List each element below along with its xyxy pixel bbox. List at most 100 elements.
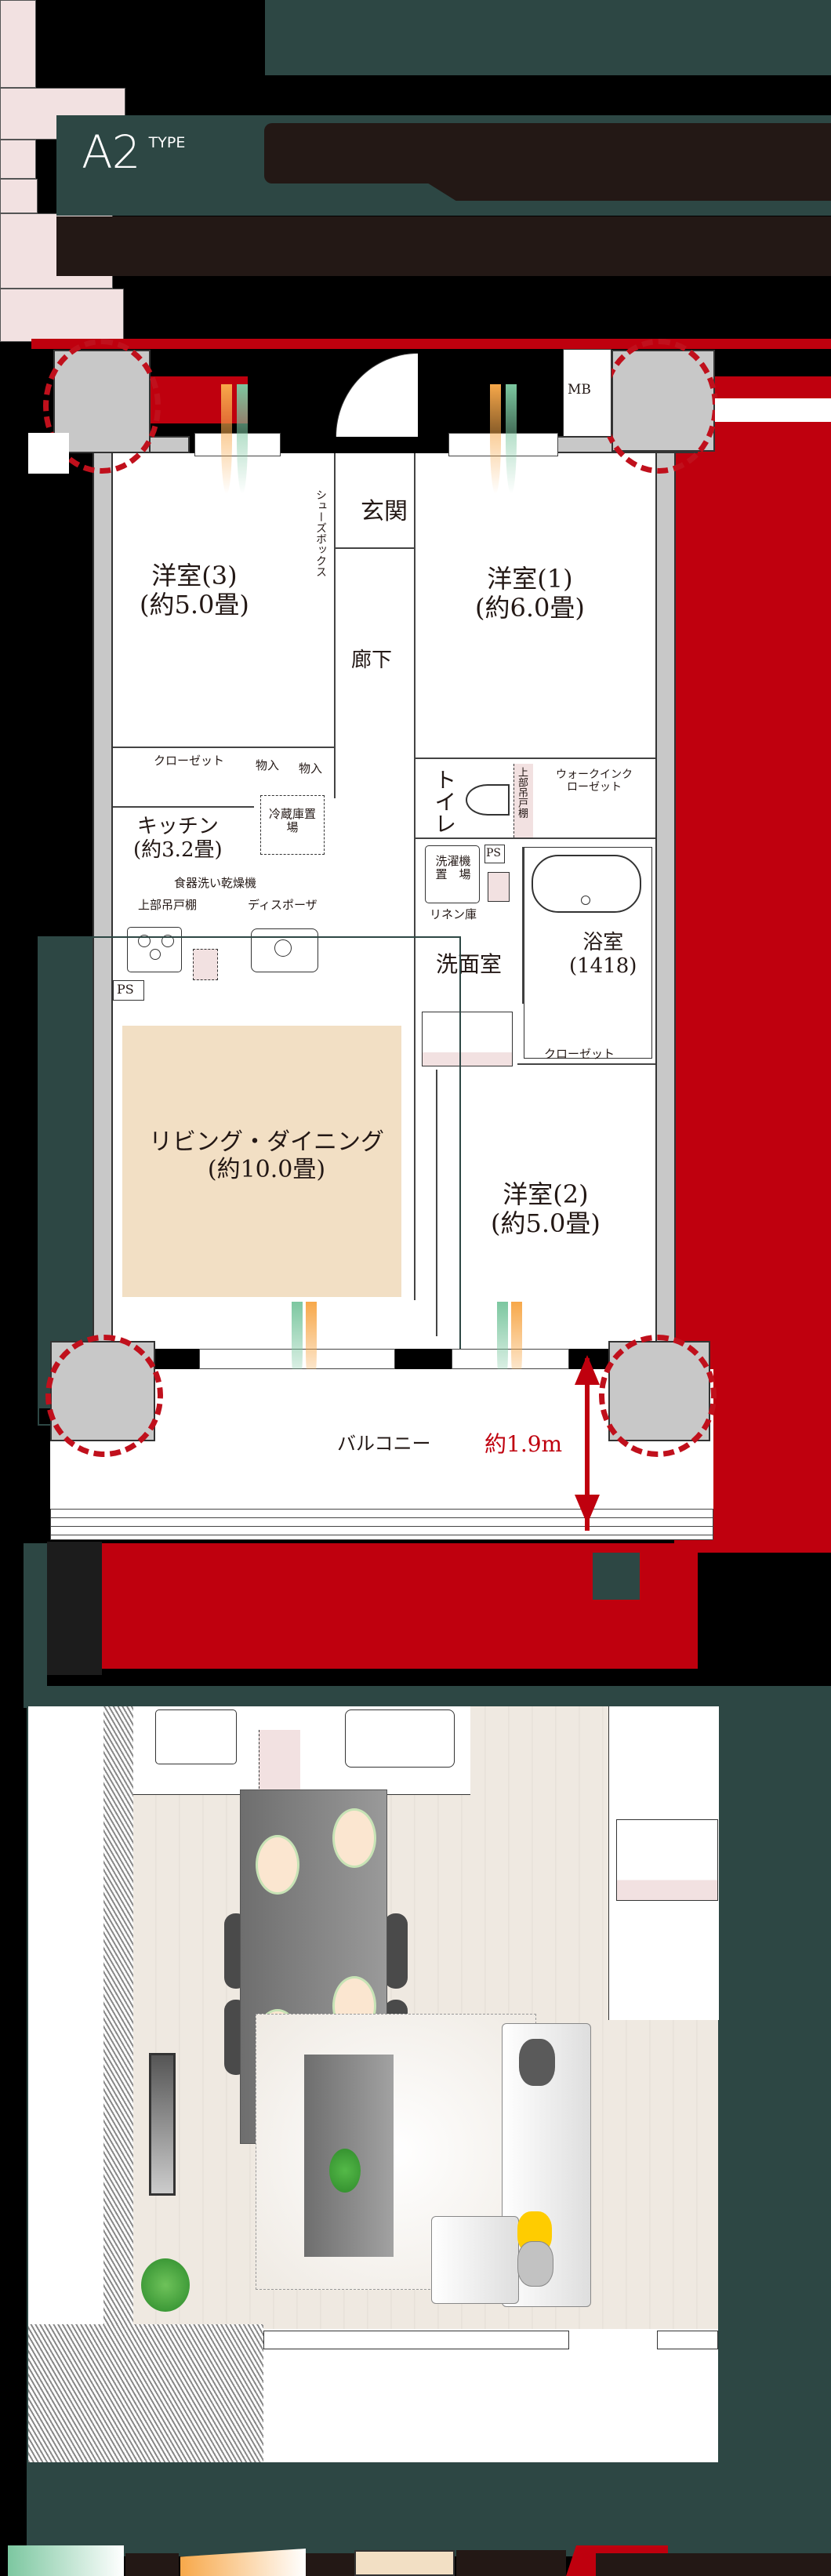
washroom-label: 洗面室 xyxy=(436,951,503,977)
plate-icon xyxy=(256,1835,299,1895)
ps-kitchen-label: PS xyxy=(117,982,134,997)
column-highlight-bottom-right xyxy=(599,1335,717,1457)
living-dining-size: (約10.0畳) xyxy=(207,1155,326,1183)
kitchen-name: キッチン xyxy=(136,815,219,838)
western2-label: 洋室(2) (約5.0畳) xyxy=(491,1180,601,1238)
detail-cabinet xyxy=(259,1730,300,1793)
kitchen-cabinet-dashed xyxy=(193,949,218,980)
shoes-box-label: シューズボックス xyxy=(314,489,327,577)
storage-b xyxy=(0,179,38,213)
column-highlight-bottom-left xyxy=(45,1335,163,1457)
western3-size: (約5.0畳) xyxy=(140,589,249,619)
vanity-basin xyxy=(422,1012,513,1066)
living-dining-label: リビング・ダイニング (約10.0畳) xyxy=(149,1128,384,1183)
zoom-frame-left-band xyxy=(38,938,93,1408)
dishwasher-label: 食器洗い乾燥機 xyxy=(174,876,257,890)
washer-label: 洗濯機置 場 xyxy=(435,854,471,882)
plate-icon xyxy=(332,1808,376,1868)
cushion-icon xyxy=(517,2241,553,2287)
balcony-depth-label: 約1.9m xyxy=(484,1431,563,1457)
window-western2 xyxy=(452,1349,569,1369)
meter-box xyxy=(563,349,611,437)
bathroom-label: 浴室 (1418) xyxy=(569,931,637,979)
washer-space xyxy=(425,845,480,903)
shoes-box xyxy=(0,0,36,88)
arrow-down-icon xyxy=(575,1495,600,1524)
type-label: TYPE xyxy=(148,134,186,151)
bathroom-name: 浴室 xyxy=(582,931,624,954)
sink-drain-icon xyxy=(274,939,292,957)
detail-sink xyxy=(345,1709,455,1768)
white-notch-right xyxy=(715,398,831,422)
toilet-cabinet-label: 上部吊戸棚 xyxy=(516,767,528,818)
detail-stove xyxy=(155,1709,237,1764)
stove-burner-icon xyxy=(138,935,151,947)
wall-left xyxy=(93,451,113,1349)
sofa-chaise[interactable] xyxy=(431,2216,519,2304)
red-band-top xyxy=(31,339,831,349)
legend-column-text xyxy=(596,2553,831,2576)
tv-unit xyxy=(149,2053,176,2196)
fridge-space xyxy=(260,795,325,855)
detail-window xyxy=(657,2331,718,2349)
detail-window xyxy=(263,2331,569,2349)
window-western1 xyxy=(448,433,558,456)
column-highlight-top-left xyxy=(43,339,161,474)
kitchen-label: キッチン (約3.2畳) xyxy=(133,815,223,863)
entrance-door-swing[interactable] xyxy=(336,353,418,437)
ps-upper-label: PS xyxy=(486,847,502,859)
arrow-up-icon xyxy=(575,1355,600,1385)
toilet-cabinet xyxy=(513,764,533,837)
balcony-label: バルコニー xyxy=(337,1433,431,1455)
legend-light-text xyxy=(306,2553,354,2576)
partition-toilet-top xyxy=(416,758,655,759)
upper-cabinet-label: 上部吊戸棚 xyxy=(138,898,198,912)
balcony-depth-arrow xyxy=(585,1358,590,1531)
western3-label: 洋室(3) (約5.0畳) xyxy=(140,561,249,619)
detail-wall-left xyxy=(103,1706,133,2342)
western3-name: 洋室(3) xyxy=(151,561,238,590)
closet-western2-label: クローゼット xyxy=(544,1047,615,1061)
light-flow-icon xyxy=(221,384,232,494)
partition-entrance-right xyxy=(414,453,416,1300)
bathroom-size: (1418) xyxy=(569,954,637,978)
fridge-label: 冷蔵庫置 場 xyxy=(269,807,328,835)
legend-living-swatch xyxy=(354,2550,455,2576)
western2-name: 洋室(2) xyxy=(503,1179,589,1209)
bathroom-box xyxy=(524,847,652,1059)
partition-ld-right xyxy=(436,1070,437,1336)
plant-icon xyxy=(329,2149,361,2193)
disposer-label: ディスポーザ xyxy=(248,898,318,912)
column-highlight-top-right xyxy=(601,339,718,474)
partition-toilet-bottom xyxy=(416,837,655,839)
detail-kitchen-counter xyxy=(133,1706,470,1795)
legend-wind-swatch xyxy=(8,2545,124,2576)
toilet-bowl-icon xyxy=(466,784,510,816)
balcony-dark-strip xyxy=(47,1542,102,1675)
cushion-icon xyxy=(519,2039,555,2086)
partition-bath-left xyxy=(522,847,524,1004)
corridor-label: 廊下 xyxy=(351,649,393,672)
stove-burner-icon xyxy=(150,949,161,960)
legend-wind-text xyxy=(125,2553,179,2576)
storage-a-label: 物入 xyxy=(256,758,280,772)
detail-vanity xyxy=(616,1819,718,1901)
legend-living-text xyxy=(456,2550,566,2576)
wind-flow-icon xyxy=(506,384,517,494)
connector-right xyxy=(593,1553,640,1600)
closet-western3-label: クローゼット xyxy=(154,754,225,768)
western1-label: 洋室(1) (約6.0畳) xyxy=(475,565,585,623)
light-flow-icon xyxy=(490,384,501,494)
living-dining-area xyxy=(122,1026,401,1297)
entrance-label: 玄関 xyxy=(361,498,408,525)
bathtub-drain-icon xyxy=(581,896,590,905)
western1-name: 洋室(1) xyxy=(487,564,573,594)
ps-kitchen xyxy=(113,980,144,1001)
linen-label: リネン庫 xyxy=(430,907,477,921)
living-dining-name: リビング・ダイニング xyxy=(149,1128,384,1156)
header-callout-tail xyxy=(423,180,831,201)
bathtub-icon xyxy=(532,855,641,913)
dining-chair xyxy=(384,1913,408,1989)
kitchen-size: (約3.2畳) xyxy=(133,837,223,862)
partition-entrance-floor xyxy=(336,547,414,549)
